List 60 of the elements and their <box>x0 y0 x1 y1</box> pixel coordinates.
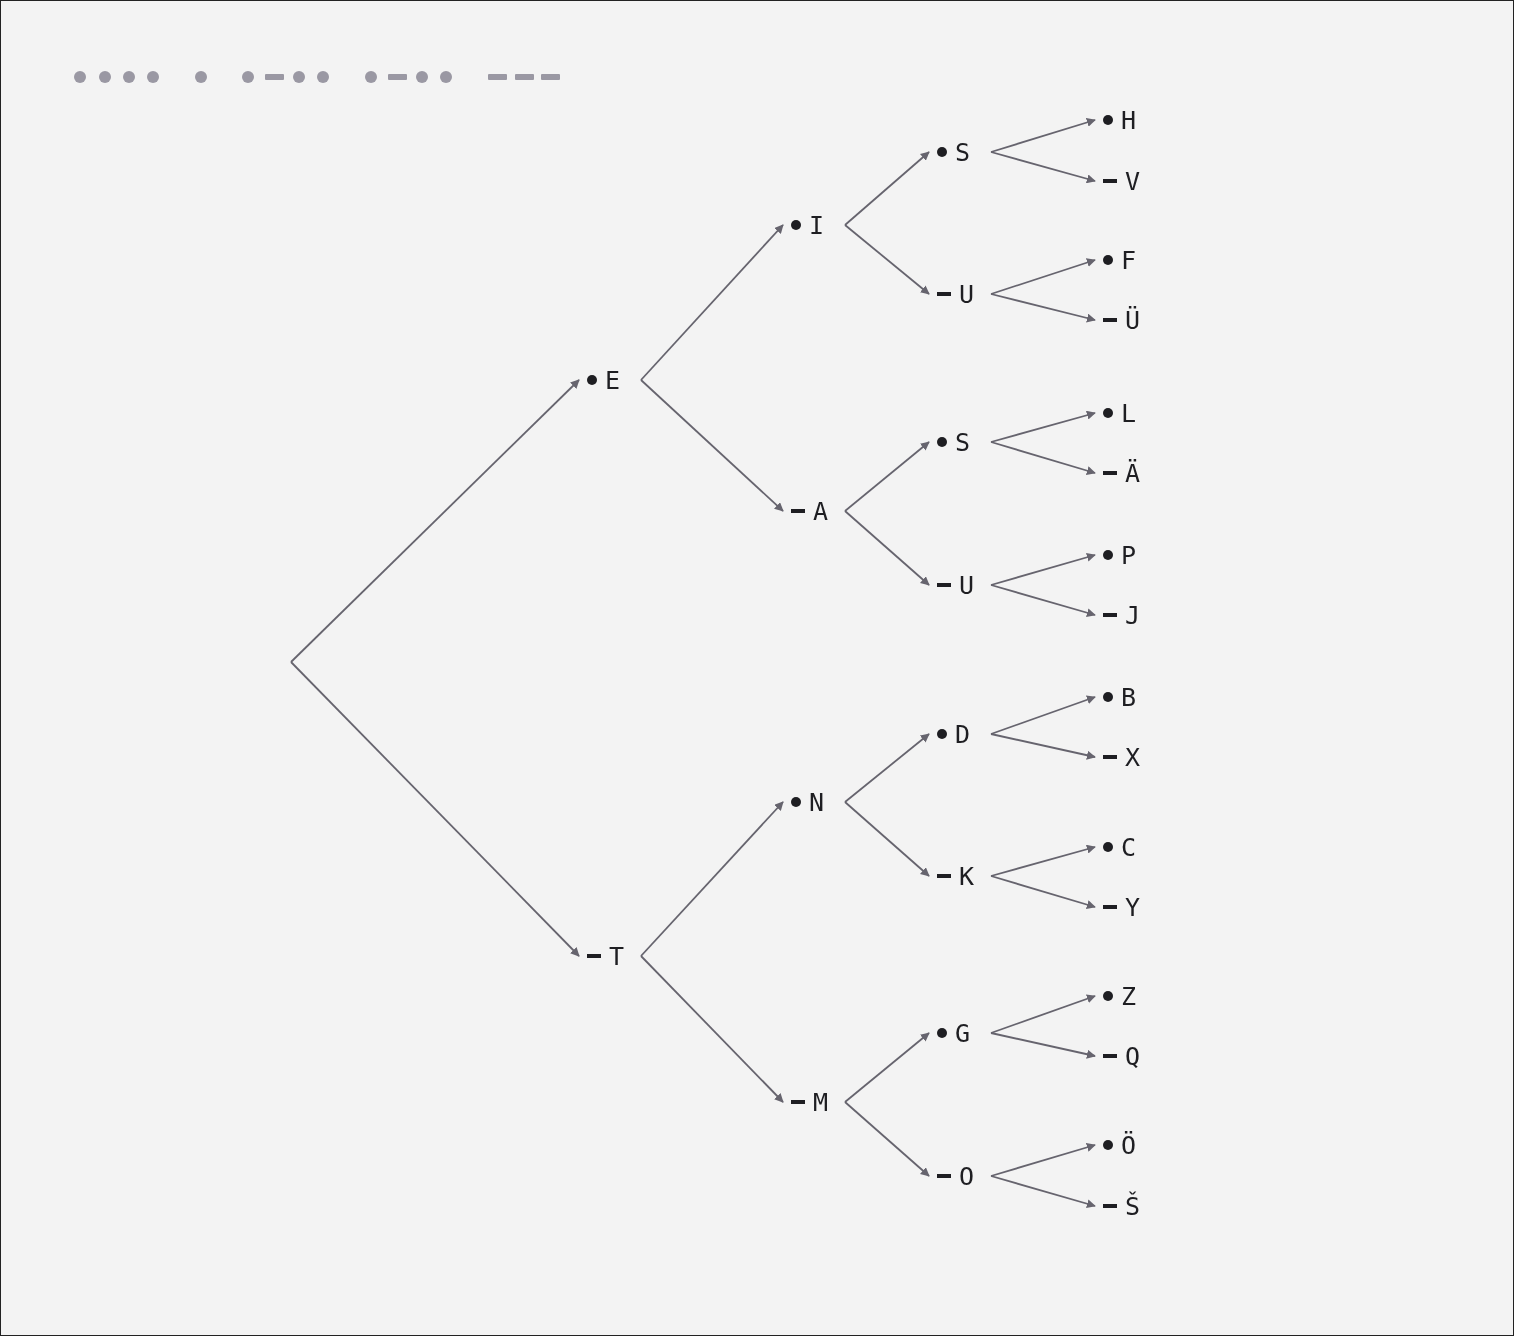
arrow <box>990 994 1096 1034</box>
node-letter: Ä <box>1125 460 1141 486</box>
node-letter: V <box>1125 168 1141 194</box>
node-letter: I <box>809 212 825 238</box>
node-letter: B <box>1121 684 1137 710</box>
arrow <box>990 293 1096 323</box>
node-letter: K <box>959 863 975 889</box>
arrow <box>990 441 1096 475</box>
arrow <box>640 955 784 1103</box>
arrow <box>990 552 1096 586</box>
arrow <box>844 801 930 877</box>
node-letter: X <box>1125 744 1141 770</box>
arrow <box>640 801 784 957</box>
node-letter: A <box>813 498 829 524</box>
arrow <box>990 118 1096 153</box>
arrow <box>844 441 930 512</box>
arrow <box>990 258 1096 295</box>
node-letter: U <box>959 281 975 307</box>
node-letter: O <box>959 1163 975 1189</box>
arrow <box>844 151 930 226</box>
arrow <box>990 584 1096 618</box>
arrow <box>844 733 930 803</box>
node-letter: M <box>813 1089 829 1115</box>
node-letter: J <box>1125 602 1141 628</box>
arrow <box>640 379 784 512</box>
node-letter: L <box>1121 400 1137 426</box>
node-letter: Q <box>1125 1043 1141 1069</box>
arrow <box>990 1032 1096 1059</box>
arrow <box>990 844 1096 877</box>
arrow <box>990 1143 1096 1177</box>
node-letter: G <box>955 1020 971 1046</box>
arrow <box>844 1101 930 1177</box>
arrow <box>640 224 784 381</box>
node-letter: Ö <box>1121 1132 1137 1158</box>
arrow <box>990 695 1096 735</box>
arrow <box>290 661 580 957</box>
node-letter: E <box>605 367 621 393</box>
node-letter: F <box>1121 247 1137 273</box>
node-letter: N <box>809 789 825 815</box>
node-letter: P <box>1121 542 1137 568</box>
node-letter: C <box>1121 834 1137 860</box>
node-letter: S <box>955 429 971 455</box>
arrow <box>290 379 580 663</box>
node-letter: T <box>609 943 625 969</box>
arrow <box>844 1032 930 1103</box>
arrow <box>844 510 930 586</box>
node-letter: U <box>959 572 975 598</box>
node-letter: S <box>955 139 971 165</box>
node-letter: Š <box>1125 1193 1141 1219</box>
node-letter: Z <box>1121 983 1137 1009</box>
arrow <box>990 733 1096 760</box>
arrow <box>990 1175 1096 1209</box>
arrow <box>844 224 930 295</box>
arrow <box>990 151 1096 184</box>
node-letter: H <box>1121 107 1137 133</box>
arrow <box>990 875 1096 909</box>
arrow <box>990 410 1096 443</box>
node-letter: Ü <box>1125 307 1141 333</box>
node-letter: D <box>955 721 971 747</box>
node-letter: Y <box>1125 894 1141 920</box>
